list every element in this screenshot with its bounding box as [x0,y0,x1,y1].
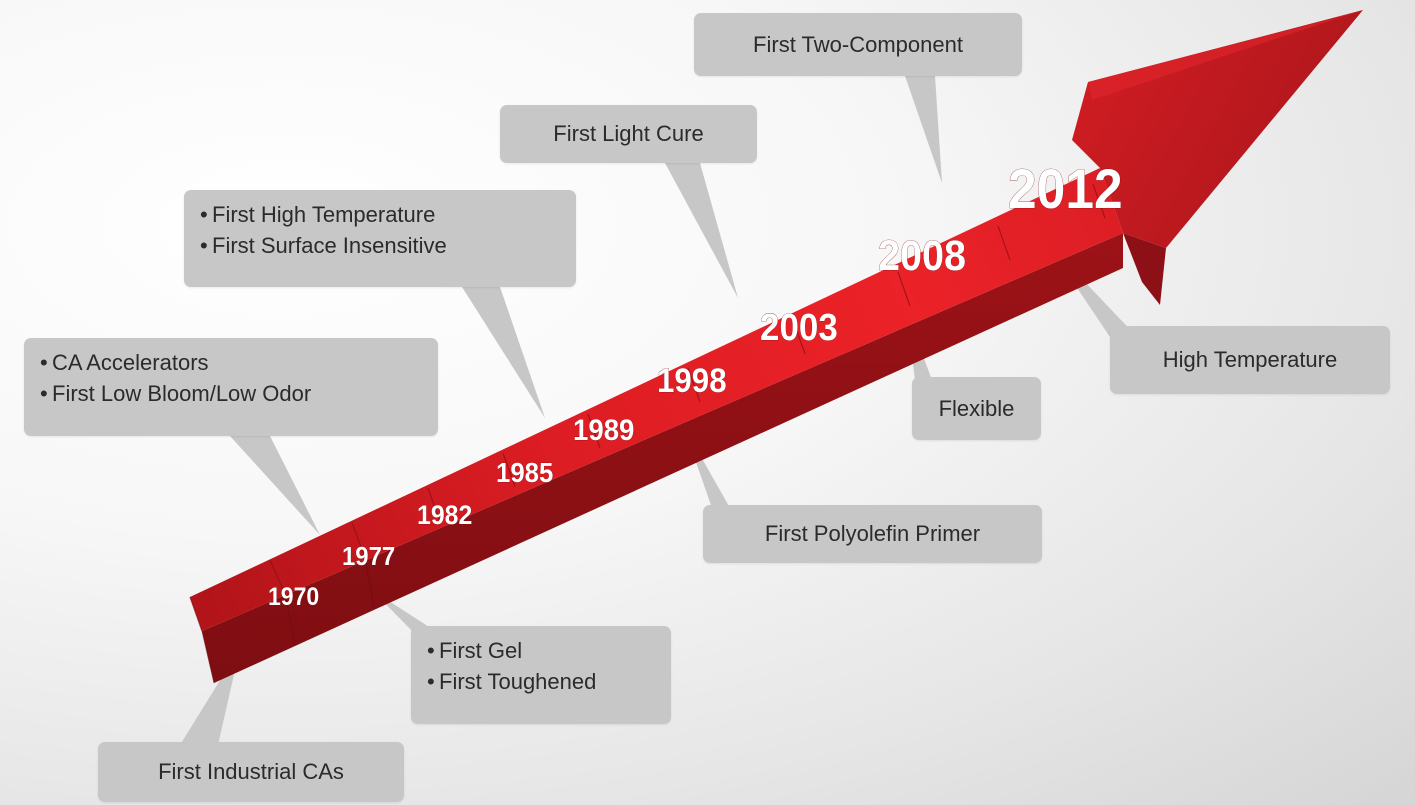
timeline-side-tick [201,630,215,684]
callout-first-light-cure: First Light Cure [500,105,757,163]
callout-first-polyolefin-primer: First Polyolefin Primer [703,505,1042,563]
year-label-1989: 1989 [573,414,634,447]
arrow-head-highlight [1088,10,1363,100]
callout-item-text: CA Accelerators [52,350,209,375]
callout-high-temperature: High Temperature [1110,326,1390,394]
timeline-side-tick [364,556,375,609]
callout-item-text: First Surface Insensitive [212,233,447,259]
callout-first-high-temperature: •First High Temperature •First Surface I… [184,190,576,287]
year-label-1985: 1985 [496,457,553,488]
year-label-1970: 1970 [268,583,319,611]
callout-high-temperature-text: High Temperature [1162,347,1338,373]
callout-first-high-temperature-item-1: •First High Temperature [200,199,560,230]
timeline-tick [189,596,203,632]
timeline-tick [1092,183,1106,219]
timeline-tick [897,271,911,307]
year-label-1998: 1998 [657,361,727,400]
timeline-tick [997,225,1011,261]
callout-first-gel-item-2: •First Toughened [427,666,655,697]
callout-first-two-component: First Two-Component [694,13,1022,76]
arrow-head-side [1123,233,1166,305]
arrow-shaft-top [190,168,1123,631]
callout-item-text: First High Temperature [212,202,436,227]
year-label-2008: 2008 [878,231,966,279]
timeline-tick [427,487,441,523]
callout-first-high-temperature-item-2: •First Surface Insensitive [200,230,560,261]
year-label-2003: 2003 [760,306,838,349]
bullet-icon: • [40,350,48,375]
callout-first-industrial-cas-text: First Industrial CAs [158,759,344,785]
callout-flexible: Flexible [912,377,1041,440]
callout-first-industrial-cas: First Industrial CAs [98,742,404,802]
bullet-icon: • [200,233,208,259]
timeline-side-tick [284,593,296,646]
callout-item-text: First Toughened [439,669,597,695]
pointer-light-cure [665,163,738,298]
pointer-accelerators [230,436,320,535]
arrow [190,10,1363,683]
callout-first-gel-item-1: •First Gel [427,635,655,666]
timeline-tick [587,413,601,449]
callout-first-polyolefin-primer-text: First Polyolefin Primer [764,521,981,547]
pointer-high-temp-first [462,287,545,418]
year-labels: 1970 1977 1982 1985 1989 1998 2003 2008 2012 [268,158,1123,612]
timeline-tick [502,452,516,488]
callout-ca-accelerators-item-1: •CA Accelerators [40,347,422,378]
callout-first-light-cure-text: First Light Cure [553,121,704,147]
callout-ca-accelerators: •CA Accelerators •First Low Bloom/Low Od… [24,338,438,436]
pointer-two-component [905,76,942,183]
timeline-tick [269,559,286,595]
bullet-icon: • [427,638,435,663]
bullet-icon: • [40,381,48,407]
arrow-shaft-side [202,233,1123,683]
callout-item-text: First Gel [439,638,523,663]
timeline-tick [687,367,701,403]
callout-flexible-text: Flexible [938,395,1015,421]
year-label-2012: 2012 [1008,158,1123,220]
bullet-icon: • [200,202,208,227]
callout-ca-accelerators-item-2: •First Low Bloom/Low Odor [40,378,422,409]
timeline-ticks [189,183,1106,684]
callout-item-text: First Low Bloom/Low Odor [52,381,312,407]
callout-first-two-component-text: First Two-Component [753,31,963,57]
year-label-1977: 1977 [342,542,395,571]
timeline-tick [792,319,806,355]
bullet-icon: • [427,669,435,695]
timeline-tick [351,522,366,558]
callout-first-gel: •First Gel •First Toughened [411,626,671,724]
year-label-1982: 1982 [417,501,472,530]
